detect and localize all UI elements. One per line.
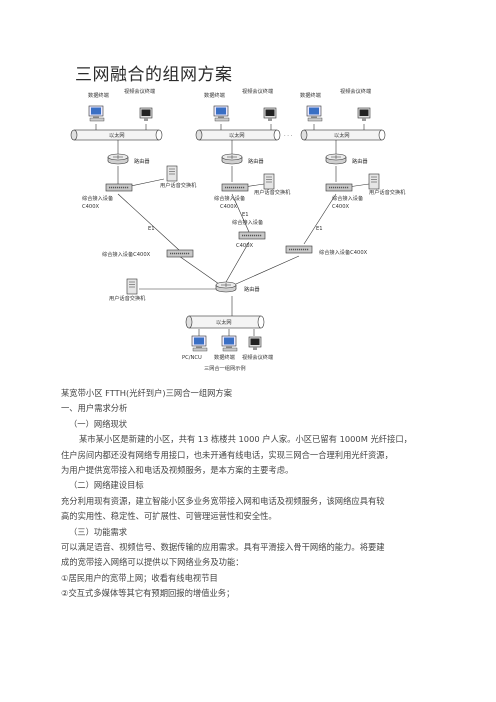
router-label: 路由器: [244, 285, 260, 293]
terminal-label: 视频会议终端: [340, 87, 371, 95]
subtitle: 某宽带小区 FTTH(光纤到户)三网合一组网方案: [61, 388, 233, 398]
paragraph-line: 住户房间内都还没有网络专用接口，也未开通有线电话，实现三网合一合理利用光纤资源，: [61, 449, 393, 460]
pipe-label: 以太网: [109, 131, 125, 139]
router-label: 路由器: [134, 157, 150, 165]
server-icon: [166, 165, 178, 182]
monitor-icon: [357, 107, 371, 122]
switch-icon: [325, 183, 353, 192]
paragraph-line: 高的实用性、稳定性、可扩展性、可管理运营性和安全性。: [61, 511, 277, 522]
exchange-label: 用户话音交换机: [254, 188, 291, 196]
paragraph-line: 充分利用现有资源，建立智能小区多业务宽带接入网和电话及视频服务，该网络应具有较: [61, 495, 385, 506]
pipe-label: 以太网: [334, 131, 350, 139]
router-icon: [221, 153, 243, 165]
access-model-label: C400X: [220, 204, 238, 210]
document-title: 三网融合的组网方案: [75, 65, 233, 85]
subsection-heading: （二）网络建设目标: [69, 480, 144, 491]
connection-lines: [95, 124, 370, 336]
access-device-c400x-label: 综合接入设备C400X: [102, 250, 151, 258]
server-icon: [263, 173, 275, 190]
pc-icon: [191, 335, 208, 352]
ellipsis-label: · · ·: [284, 133, 293, 139]
e1-link-label: E1: [242, 212, 249, 218]
e1-link-label: E1: [316, 226, 323, 232]
pipe-label: 以太网: [229, 131, 245, 139]
pc-icon: [213, 105, 230, 122]
terminal-label: 数据终端: [300, 91, 321, 99]
subsection-heading: （一）网络现状: [69, 418, 128, 429]
router-icon: [107, 153, 129, 165]
paragraph-line: 可以满足语音、视频信号、数据传输的应用需求。具有平滑接入骨干网络的能力。将要建: [61, 542, 385, 553]
pipe-label: 以太网: [216, 318, 232, 326]
paragraph-line: 某市某小区是新建的小区，共有 13 栋楼共 1000 户人家。小区已留有 100…: [79, 434, 412, 445]
list-item: ②交互式多媒体等其它有预期回报的增值业务；: [61, 588, 235, 599]
switch-icon: [285, 245, 313, 254]
ethernet-pipe: 以太网: [195, 129, 281, 141]
access-device-c400x-label: 综合接入设备C400X: [319, 248, 368, 256]
terminal-label: 视频会议终端: [242, 353, 273, 361]
e1-link-label: E1: [148, 226, 155, 232]
pc-icon: [221, 335, 238, 352]
switch-icon: [166, 249, 194, 258]
section-heading: 一、用户需求分析: [61, 403, 128, 414]
access-device-label: 综合接入设备: [82, 194, 114, 202]
terminal-label: PC/NCU: [182, 355, 202, 361]
switch-icon: [221, 183, 249, 192]
ethernet-pipe: 以太网: [185, 315, 265, 329]
diagram-caption: 三网合一组网示例: [204, 364, 246, 372]
access-device-label: 综合接入设备: [214, 194, 246, 202]
monitor-icon: [139, 107, 153, 122]
exchange-label: 用户话音交换机: [109, 294, 146, 302]
router-icon: [325, 153, 347, 165]
list-item: ①居民用户的宽带上网；收看有线电视节目: [61, 572, 218, 583]
terminal-label: 数据终端: [204, 91, 225, 99]
top-terminal-group: 数据终端 视频会议终端 数据终端 视频会议终端 数据终端 视频会议终端: [88, 87, 371, 122]
terminal-label: 数据终端: [214, 353, 235, 361]
network-diagram: 数据终端 视频会议终端 数据终端 视频会议终端 数据终端 视频会议终端 以太网 …: [64, 84, 432, 374]
switch-icon: [105, 183, 133, 192]
paragraph-line: 成的宽带接入网络可以提供以下网络业务及功能：: [61, 557, 244, 568]
exchange-label: 用户话音交换机: [160, 181, 197, 189]
monitor-icon: [248, 336, 262, 351]
server-icon: [368, 173, 380, 190]
access-device-label: 综合接入设备: [332, 194, 364, 202]
network-diagram-svg: 数据终端 视频会议终端 数据终端 视频会议终端 数据终端 视频会议终端 以太网 …: [70, 87, 406, 372]
terminal-label: 视频会议终端: [242, 87, 273, 95]
ethernet-pipe: 以太网: [300, 129, 386, 141]
pc-icon: [306, 105, 323, 122]
ethernet-pipe: 以太网: [70, 129, 163, 141]
pc-icon: [88, 105, 105, 122]
access-model-label: C400X: [82, 204, 100, 210]
access-device-label: 综合接入设备: [232, 218, 264, 226]
access-model-label: C400X: [332, 204, 350, 210]
router-label: 路由器: [352, 157, 368, 165]
subsection-heading: （三）功能需求: [69, 526, 128, 537]
paragraph-line: 为用户提供宽带接入和电话及视频服务，是本方案的主要考虑。: [61, 465, 294, 476]
switch-icon: [238, 231, 266, 240]
terminal-label: 视频会议终端: [124, 87, 155, 95]
exchange-label: 用户话音交换机: [369, 188, 406, 196]
monitor-icon: [263, 107, 277, 122]
document-body: 某宽带小区 FTTH(光纤到户)三网合一组网方案 一、用户需求分析 （一）网络现…: [61, 386, 441, 602]
router-label: 路由器: [248, 157, 264, 165]
server-icon: [126, 278, 138, 295]
terminal-label: 数据终端: [88, 91, 109, 99]
router-icon: [215, 281, 237, 293]
access-model-label: C400X: [236, 243, 254, 249]
